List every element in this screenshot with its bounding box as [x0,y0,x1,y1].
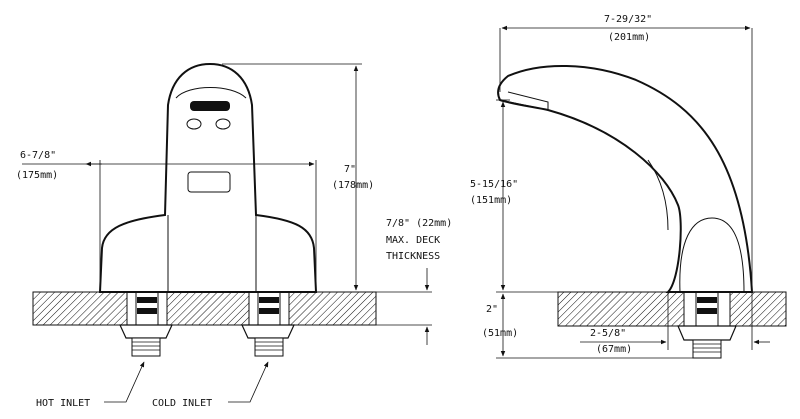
cold-shank [241,291,295,357]
sensor-eye-left [186,118,202,130]
side-reach-mm: (201mm) [608,32,650,43]
sensor-eye-right [215,118,231,130]
side-spout-height-mm: (151mm) [470,195,512,206]
side-spout-height-inches: 5-15/16" [470,179,518,190]
side-shank-inches: 2" [486,304,498,315]
indicator-window [187,171,231,193]
faucet-front-body [98,62,318,293]
front-width-mm: (175mm) [16,170,58,181]
faucet-side-front-curve [647,159,669,231]
side-reach-inches: 7-29/32" [604,14,652,25]
side-view: 7-29/32" (201mm) 5-15/16" (151mm) 2" (51… [470,14,787,359]
deck-thickness-line-3: THICKNESS [386,251,440,262]
side-base-inches: 2-5/8" [590,328,626,339]
faucet-side-base-cap [679,217,745,293]
deck-thickness-line-1: 7/8" (22mm) [386,218,452,229]
side-base-mm: (67mm) [596,344,632,355]
sensor-window [190,101,230,111]
hot-inlet-label: HOT INLET [36,398,90,409]
side-shank-mm: (51mm) [482,328,518,339]
faucet-side-body [497,65,754,293]
front-view: 6-7/8" (175mm) 7" (178mm) 7/8" (22mm) MA… [16,62,452,409]
deck-slab-side [557,291,787,327]
faucet-side-spout-tip [499,91,549,111]
deck-slab-front [32,291,377,326]
hot-inlet-leader [104,361,145,403]
side-shank [677,291,737,359]
cold-inlet-leader [228,361,269,403]
cold-inlet-label: COLD INLET [152,398,212,409]
front-width-inches: 6-7/8" [20,150,56,161]
deck-thickness-line-2: MAX. DECK [386,235,440,246]
front-height-inches: 7" [344,164,356,175]
faucet-front-spout-edge [175,87,247,99]
front-height-mm: (178mm) [332,180,374,191]
